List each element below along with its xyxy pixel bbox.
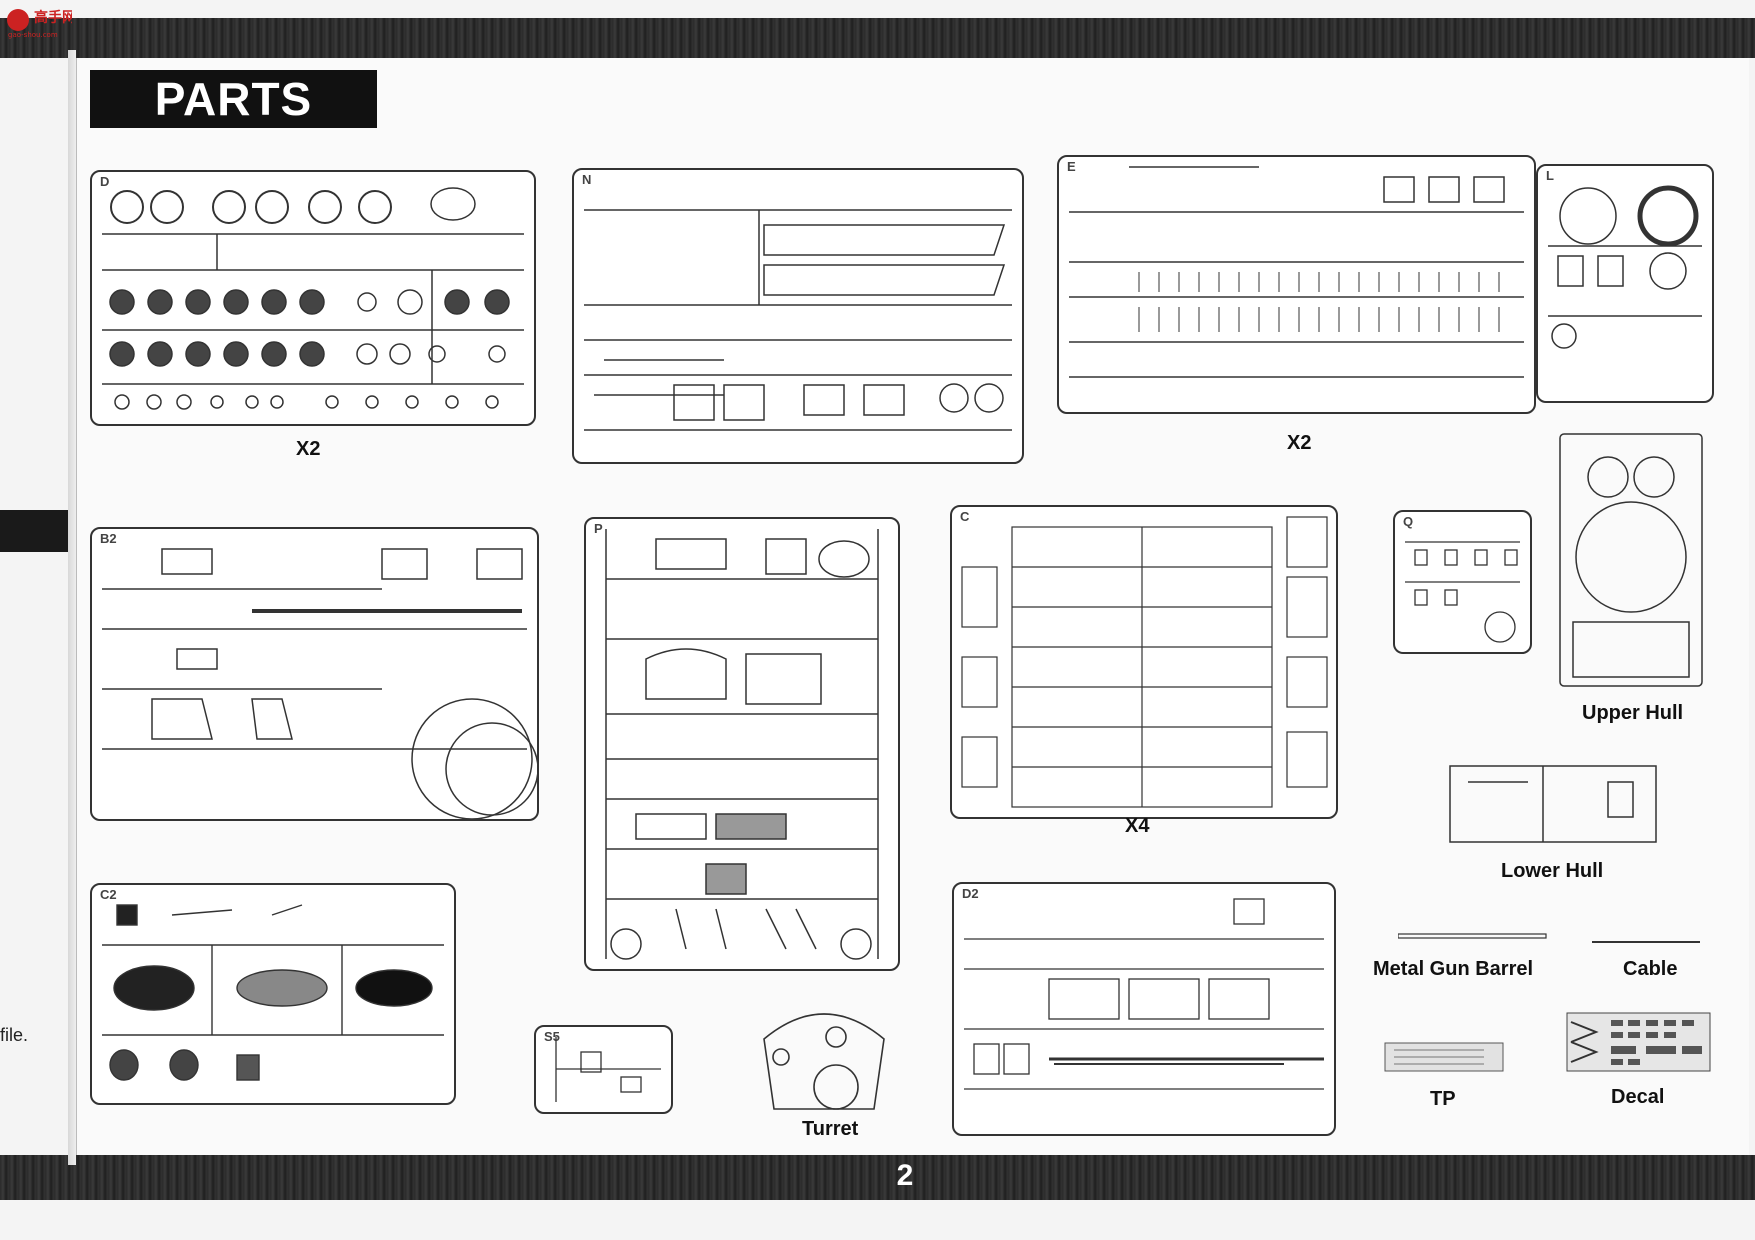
- sprue-d-parts: [102, 187, 524, 410]
- sprue-tag: C: [960, 509, 970, 524]
- sprue-d2: D2: [952, 882, 1336, 1136]
- sprue-tag: E: [1067, 159, 1076, 174]
- sprue-tag: L: [1546, 168, 1554, 183]
- sprue-q: Q: [1393, 510, 1532, 654]
- sprue-tag: B2: [100, 531, 117, 546]
- sprue-tag: Q: [1403, 514, 1414, 529]
- sprue-e: E: [1057, 155, 1536, 414]
- decal-label: Decal: [1611, 1086, 1665, 1108]
- svg-text:高手网: 高手网: [34, 9, 72, 26]
- svg-text:gao-shou.com: gao-shou.com: [8, 31, 58, 39]
- page-title: PARTS: [90, 70, 377, 128]
- sprue-small: S5: [534, 1025, 673, 1114]
- margin-text-fragment: file.: [0, 1025, 29, 1045]
- sprue-b2-parts: [102, 548, 537, 819]
- left-page-tab: [0, 510, 72, 552]
- sprue-tag: D: [100, 174, 110, 189]
- sprue-e-parts: [1069, 166, 1524, 378]
- sprue-e-multiplier: X2: [1287, 432, 1312, 454]
- sprue-c-parts: [961, 516, 1328, 808]
- sprue-tag: N: [582, 172, 592, 187]
- turret-drawing: [754, 999, 894, 1120]
- upper-hull-label: Upper Hull: [1582, 702, 1684, 724]
- sprue-d2-parts: [964, 898, 1324, 1090]
- tp-photoetch-drawing: [1384, 1042, 1504, 1077]
- tp-label: TP: [1430, 1088, 1456, 1110]
- turret-label: Turret: [802, 1118, 859, 1140]
- sprue-d: D: [90, 170, 536, 426]
- sprue-p: P: [584, 517, 900, 971]
- sprue-c2-parts: [102, 904, 444, 1081]
- top-dark-band: [0, 18, 1755, 58]
- sprue-q-parts: [1405, 541, 1520, 643]
- sprue-d-multiplier: X2: [296, 438, 321, 460]
- sprue-tag: C2: [100, 887, 117, 902]
- page-spine: [68, 50, 76, 1165]
- cable-drawing: [1592, 932, 1702, 950]
- sprue-l: L: [1536, 164, 1714, 403]
- metal-gun-barrel-drawing: [1397, 928, 1548, 946]
- upper-hull-drawing: [1558, 432, 1704, 693]
- sprue-tag: P: [594, 521, 603, 536]
- lower-hull-label: Lower Hull: [1501, 860, 1604, 882]
- metal-gun-barrel-label: Metal Gun Barrel: [1373, 958, 1534, 980]
- site-watermark-logo: 高手网 gao-shou.com: [4, 6, 76, 40]
- decal-sheet-drawing: [1566, 1012, 1711, 1077]
- sprue-c2: C2: [90, 883, 456, 1105]
- page-number: 2: [896, 1159, 914, 1192]
- cable-label: Cable: [1623, 958, 1678, 980]
- sprue-c: C: [950, 505, 1338, 819]
- sprue-n: N: [572, 168, 1024, 464]
- sprue-n-parts: [584, 209, 1012, 431]
- sprue-tag: D2: [962, 886, 979, 901]
- sprue-b2: B2: [90, 527, 539, 821]
- lower-hull-drawing: [1448, 762, 1658, 851]
- sprue-l-parts: [1548, 185, 1702, 349]
- sprue-small-parts: [555, 1037, 661, 1102]
- bottom-dark-band: [0, 1155, 1755, 1200]
- sprue-p-parts: [605, 529, 879, 960]
- sprue-c-multiplier: X4: [1125, 815, 1150, 837]
